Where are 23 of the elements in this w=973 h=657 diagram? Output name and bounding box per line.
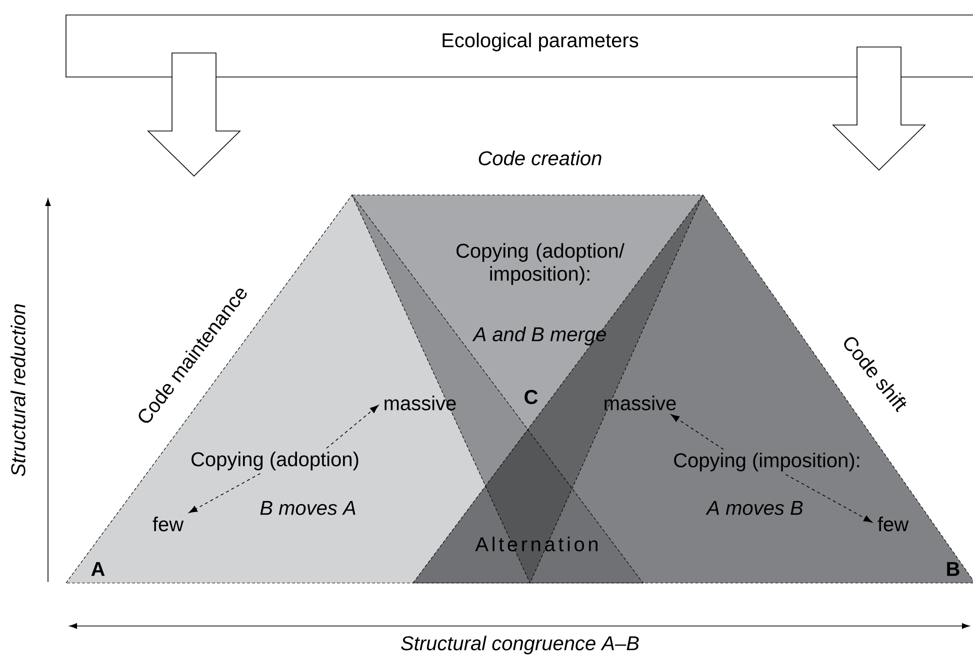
point-label: A: [91, 562, 105, 576]
process-label: Copying (imposition):: [674, 452, 860, 472]
region-label: B moves A: [260, 501, 356, 515]
axis-label: Structural congruence A–B: [401, 636, 639, 654]
arrow: [670, 414, 724, 450]
region-label: A and B merge: [472, 326, 606, 346]
arrow: [188, 473, 261, 514]
point-label: B: [947, 562, 960, 576]
endpoint-label: few: [878, 516, 909, 532]
endpoint-label: few: [152, 516, 184, 532]
endpoint-label: massive: [604, 396, 676, 410]
block-arrow: [147, 52, 241, 177]
banner-box: Ecological parameters: [66, 14, 973, 78]
endpoint-label: massive: [384, 396, 456, 410]
arrow: [326, 405, 379, 449]
process-label: Copying (adoption): [192, 452, 358, 470]
arrow: [785, 474, 872, 523]
region-title: Code creation: [478, 150, 602, 166]
axis-label: Structural reduction: [10, 304, 26, 476]
region-label: Copying (adoption/ imposition):: [456, 243, 624, 285]
region-label: A moves B: [706, 501, 803, 515]
block-arrow: [832, 46, 926, 171]
point-label: C: [524, 390, 538, 404]
